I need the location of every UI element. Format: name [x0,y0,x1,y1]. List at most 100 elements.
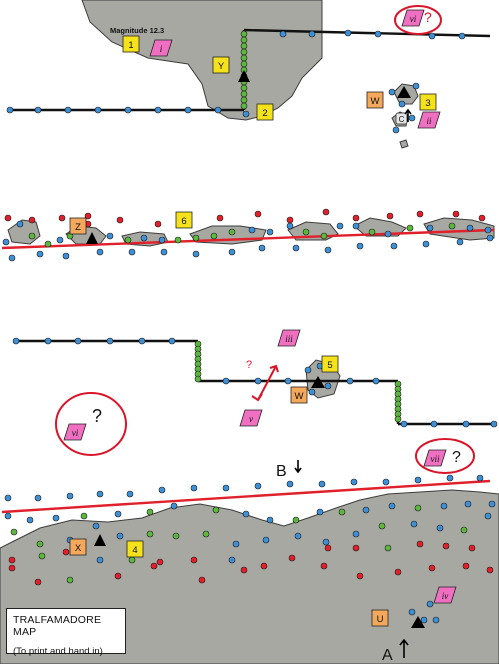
quake-dot [138,337,146,345]
quake-dot [146,530,154,538]
quake-dot [128,556,136,564]
island-chain-7 [423,217,495,241]
quake-dot [356,572,364,580]
quake-dot [26,516,34,524]
tag-label: 5 [327,360,332,371]
quake-dot [462,420,470,428]
quake-dot [240,36,248,44]
quake-dot [352,222,360,230]
quake-dot [362,506,370,514]
tag-background [69,217,87,235]
quake-dot [308,30,316,38]
tag-background [69,538,87,556]
quake-dot [352,214,360,222]
quake-dot [486,566,494,574]
quake-dot [260,562,268,570]
quake-dot [286,480,294,488]
quake-dot [64,106,72,114]
quake-dot [324,246,332,254]
quake-dot [266,228,274,236]
quake-dot [394,568,402,576]
quake-dot [228,556,236,564]
island-tag-C: C [395,112,408,125]
motion-arrows [294,108,412,658]
quake-dot [336,222,344,230]
tag-label: i [160,44,163,54]
quake-dot [390,242,398,250]
quake-dot [384,230,392,238]
island-chain-6 [353,217,407,237]
yellow-tag-3: 3 [419,93,437,111]
volcano-icon [397,86,411,98]
tag-background [63,423,87,441]
quake-dot [446,474,454,482]
quake-dot [240,48,248,56]
quake-dot [154,106,162,114]
quake-dot [420,616,428,624]
quake-dot [94,106,102,114]
quake-dot [62,548,70,556]
island-chain-1 [7,219,41,245]
quake-dot [8,564,16,572]
quake-dot [202,530,210,538]
quake-dot [372,377,380,385]
quake-dot [344,29,352,37]
quake-dot [262,536,270,544]
quake-dot [6,106,14,114]
yellow-tag-1: 1 [122,35,140,53]
quake-dot [214,106,222,114]
annotations [55,5,475,474]
tag-label: Z [75,222,81,233]
tag-label: 1 [128,40,133,51]
quake-dot [320,562,328,570]
quake-dot [318,480,326,488]
tag-background [321,355,339,373]
quake-dot [4,512,12,520]
quake-dot [28,216,36,224]
tag-background [239,409,263,427]
quake-dot [484,226,492,234]
quake-dot [198,576,206,584]
quake-dot [292,516,300,524]
question-mark: ? [452,449,461,466]
map-title: TRALFAMADORE MAP [13,614,102,638]
quake-dot [184,106,192,114]
tag-label: 2 [262,108,267,119]
quake-dot [414,504,422,512]
quake-dot [378,522,386,530]
yellow-tag-2: 2 [256,103,274,121]
quake-dot [124,106,132,114]
quake-dot [4,214,12,222]
orange-tag-Z: Z [69,217,87,235]
tag-label: v [249,414,253,424]
quake-dot [172,532,180,540]
quake-dot [242,110,250,118]
quake-dot [240,102,248,110]
quake-dot [428,32,436,40]
quake-dot [56,236,64,244]
quake-dot [422,240,430,248]
yellow-tag-6: 6 [175,211,193,229]
quake-dot [286,216,294,224]
volcano-icon [94,534,106,546]
quake-dot [242,510,250,518]
circle-annotation [415,438,475,474]
quake-dot [322,208,330,216]
volcanoes [86,70,425,628]
quake-dot [158,486,166,494]
quake-dot [170,502,178,510]
quake-dot [34,578,42,586]
quake-dot [190,556,198,564]
quake-dot [92,522,100,530]
quake-dot [240,54,248,62]
tag-label: W [295,391,304,402]
quake-dot [44,240,52,248]
quake-dot [222,484,230,492]
arrow-head [251,393,263,402]
quake-dot [384,544,392,552]
quake-dot [426,600,434,608]
quake-dot [140,234,148,242]
quake-dot [96,556,104,564]
quake-dot [416,540,424,548]
